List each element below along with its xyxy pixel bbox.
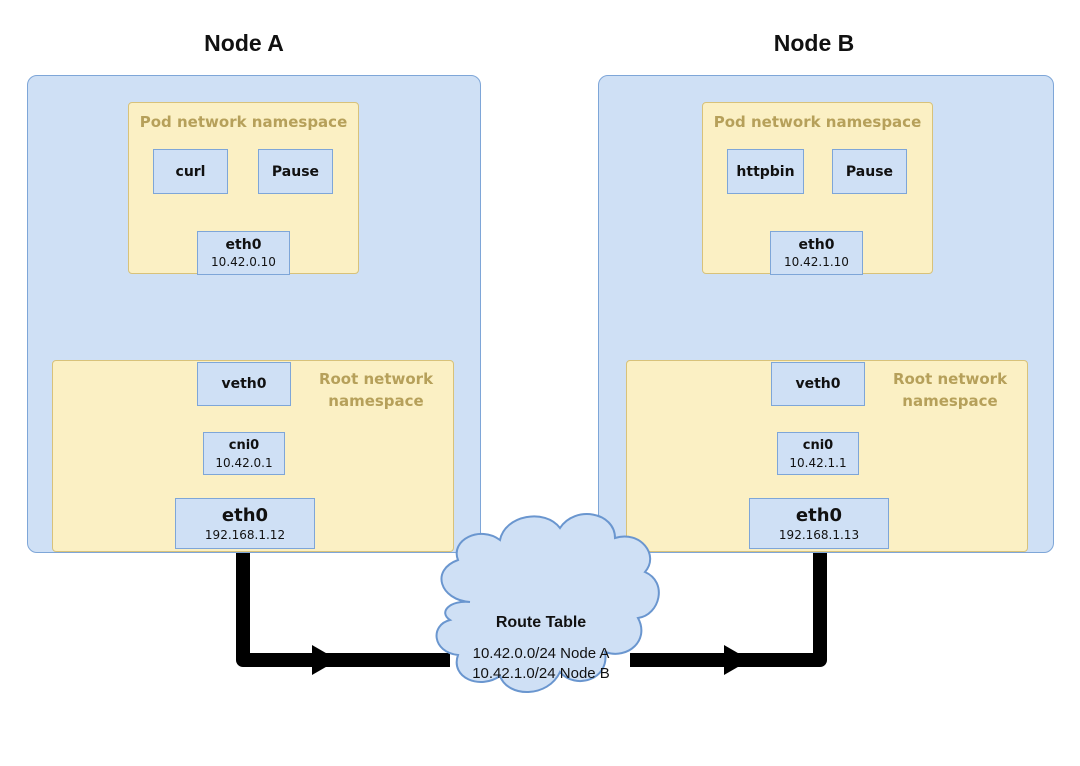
node-b-title: Node B	[773, 30, 855, 56]
route-table[interactable]: Route Table 10.42.0.0/24 Node A 10.42.1.…	[431, 612, 651, 684]
node-b-host-eth0[interactable]: eth0 192.168.1.13	[749, 498, 889, 549]
node-a-host-eth0[interactable]: eth0 192.168.1.12	[175, 498, 315, 549]
interface-name: cni0	[802, 437, 834, 453]
node-b-root-namespace-label: Root network namespace	[892, 370, 1008, 410]
interface-ip: 192.168.1.13	[778, 527, 860, 542]
node-a-pod-namespace-label: Pod network namespace	[139, 113, 348, 131]
interface-name: veth0	[221, 376, 267, 392]
container-label: httpbin	[736, 163, 795, 180]
node-b-pod-namespace-label: Pod network namespace	[713, 113, 922, 131]
interface-ip: 192.168.1.12	[204, 527, 286, 542]
route-entry: 10.42.1.0/24 Node B	[472, 665, 610, 682]
interface-ip: 10.42.0.10	[211, 255, 276, 269]
arrow-right-b	[724, 645, 750, 675]
node-a-root-namespace-label: Root network namespace	[318, 370, 434, 410]
interface-ip: 10.42.0.1	[215, 455, 273, 470]
node-b-container-pause[interactable]: Pause	[832, 149, 907, 194]
interface-name: eth0	[225, 237, 262, 253]
container-label: curl	[175, 163, 206, 180]
link-a-to-route	[236, 548, 450, 667]
node-a-container-curl[interactable]: curl	[153, 149, 228, 194]
route-entry: 10.42.0.0/24 Node A	[472, 645, 610, 662]
node-a-pod-eth0[interactable]: eth0 10.42.0.10	[197, 231, 290, 275]
container-label: Pause	[845, 163, 894, 180]
node-a-container-pause[interactable]: Pause	[258, 149, 333, 194]
interface-name: eth0	[795, 504, 843, 526]
interface-name: cni0	[228, 437, 260, 453]
arrow-right-a	[312, 645, 338, 675]
node-b-container-httpbin[interactable]: httpbin	[727, 149, 804, 194]
interface-name: veth0	[795, 376, 841, 392]
container-label: Pause	[271, 163, 320, 180]
node-a-veth0[interactable]: veth0	[197, 362, 291, 406]
interface-ip: 10.42.1.10	[784, 255, 849, 269]
node-b-cni0[interactable]: cni0 10.42.1.1	[777, 432, 859, 475]
node-b-veth0[interactable]: veth0	[771, 362, 865, 406]
node-b-pod-eth0[interactable]: eth0 10.42.1.10	[770, 231, 863, 275]
route-table-title: Route Table	[495, 614, 587, 631]
interface-name: eth0	[221, 504, 269, 526]
node-a-cni0[interactable]: cni0 10.42.0.1	[203, 432, 285, 475]
interface-ip: 10.42.1.1	[789, 455, 847, 470]
interface-name: eth0	[798, 237, 835, 253]
link-route-to-b	[630, 548, 827, 667]
node-a-title: Node A	[204, 30, 284, 56]
